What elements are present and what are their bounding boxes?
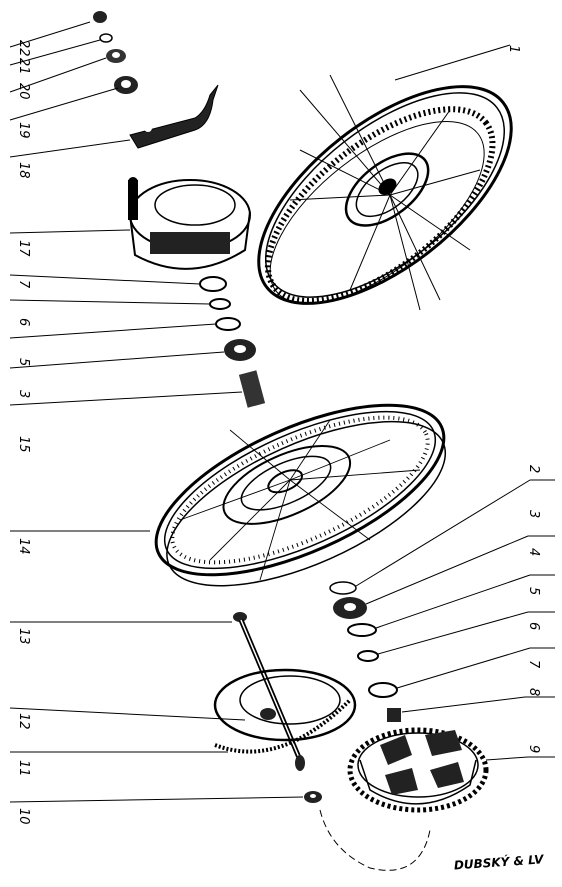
washer-5-right bbox=[347, 623, 377, 637]
label-8: 8 bbox=[526, 688, 541, 696]
washer-2 bbox=[329, 581, 357, 595]
label-21: 21 bbox=[16, 58, 31, 75]
spindle-part-13 bbox=[233, 612, 303, 761]
ring-6 bbox=[209, 298, 231, 310]
wheel-rim-part-14 bbox=[154, 403, 447, 587]
label-13: 13 bbox=[16, 628, 31, 645]
label-4: 4 bbox=[526, 548, 541, 556]
artist-signature: DUBSKÝ & LV bbox=[453, 851, 545, 872]
leader-lines bbox=[9, 21, 555, 803]
label-3-right: 3 bbox=[526, 510, 541, 518]
label-5-right: 5 bbox=[526, 587, 541, 595]
label-11: 11 bbox=[16, 760, 31, 777]
seal-7-right bbox=[368, 682, 398, 698]
label-12: 12 bbox=[16, 713, 31, 730]
chain-link-part-10 bbox=[304, 791, 431, 871]
brake-plate-part-17 bbox=[128, 177, 251, 270]
label-20: 20 bbox=[16, 83, 31, 100]
label-3-left: 3 bbox=[16, 390, 31, 398]
label-5-left: 5 bbox=[16, 358, 31, 366]
washer-5 bbox=[215, 317, 241, 331]
washer-21 bbox=[99, 33, 113, 43]
label-19: 19 bbox=[16, 122, 31, 139]
label-2: 2 bbox=[526, 465, 541, 473]
label-1: 1 bbox=[506, 45, 521, 53]
ring-6-right bbox=[357, 650, 379, 662]
nut-22 bbox=[93, 11, 107, 23]
label-15: 15 bbox=[16, 436, 31, 453]
label-6-left: 6 bbox=[16, 318, 31, 326]
lever-arm-part-18 bbox=[129, 84, 219, 149]
part-labels-right: 1 2 3 4 5 6 7 8 9 bbox=[506, 45, 541, 753]
assembled-wheel-part-1 bbox=[257, 74, 513, 311]
sprocket-part-9 bbox=[347, 727, 489, 813]
label-14: 14 bbox=[16, 538, 31, 555]
label-7-right: 7 bbox=[526, 660, 541, 669]
spacer-15 bbox=[238, 370, 266, 408]
part-labels-left: 22 21 20 19 18 17 7 6 5 3 15 14 13 12 11… bbox=[16, 40, 31, 825]
nut-8 bbox=[387, 708, 401, 722]
label-18: 18 bbox=[16, 162, 31, 179]
label-17: 17 bbox=[16, 240, 31, 257]
seal-7 bbox=[199, 276, 227, 292]
small-parts-left-column bbox=[93, 11, 266, 408]
label-22: 22 bbox=[16, 40, 31, 57]
label-6-right: 6 bbox=[526, 622, 541, 630]
hub-plate-part-12 bbox=[213, 668, 357, 742]
label-10: 10 bbox=[16, 808, 31, 825]
label-9: 9 bbox=[526, 745, 541, 753]
gear-ring-part-11 bbox=[214, 698, 352, 771]
small-parts-right-column bbox=[329, 581, 401, 722]
label-7-left: 7 bbox=[16, 280, 31, 289]
